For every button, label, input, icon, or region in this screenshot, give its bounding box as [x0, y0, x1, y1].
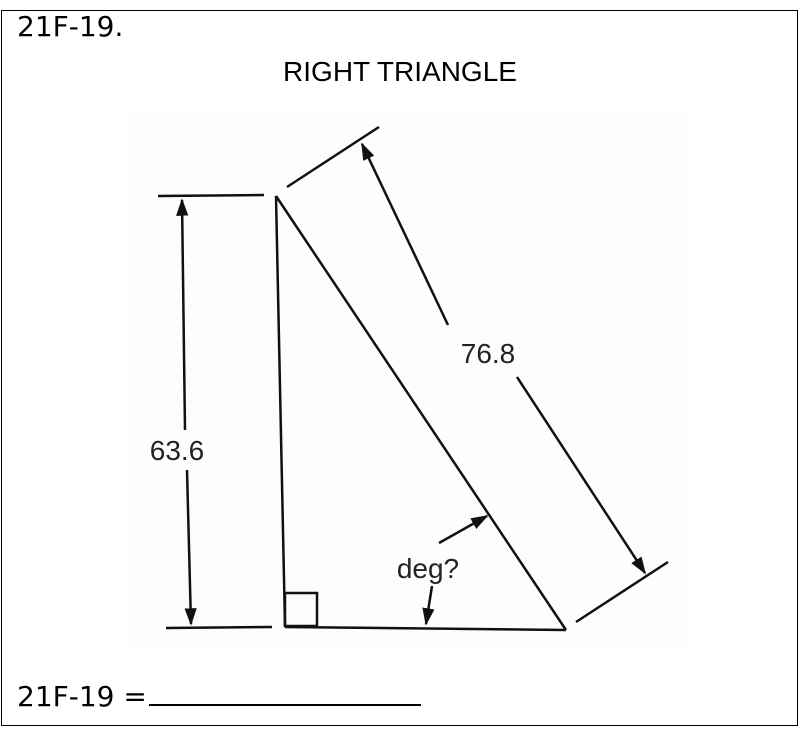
- triangle-base: [284, 625, 567, 632]
- hypotenuse-extension-top: [286, 125, 380, 189]
- hypotenuse-dimension-arrow-upper: [360, 142, 450, 326]
- answer-prefix: 21F-19 =: [17, 680, 147, 713]
- problem-number: 21F-19.: [17, 10, 124, 43]
- right-angle-marker: [283, 591, 319, 628]
- hypotenuse-dimension-arrow-lower: [515, 376, 647, 575]
- height-dimension-arrow-upper: [176, 198, 189, 431]
- triangle-hypotenuse: [274, 195, 568, 631]
- problem-frame: [1, 10, 798, 726]
- hypotenuse-extension-bottom: [575, 560, 669, 624]
- height-extension-top: [157, 193, 265, 198]
- answer-blank[interactable]: [148, 676, 421, 706]
- hypotenuse-label: 76.8: [461, 338, 516, 369]
- height-label: 63.6: [150, 435, 205, 466]
- answer-line: 21F-19 =: [17, 676, 421, 711]
- height-dimension-arrow-lower: [184, 469, 197, 626]
- diagram-title: RIGHT TRIANGLE: [283, 56, 517, 87]
- angle-label: deg?: [397, 553, 459, 584]
- angle-pointer-arrow-upper: [438, 514, 489, 545]
- angle-pointer-arrow-lower: [422, 585, 435, 626]
- figure-background: [128, 110, 685, 650]
- height-extension-bottom: [165, 625, 273, 630]
- triangle-vertical-leg: [274, 195, 287, 628]
